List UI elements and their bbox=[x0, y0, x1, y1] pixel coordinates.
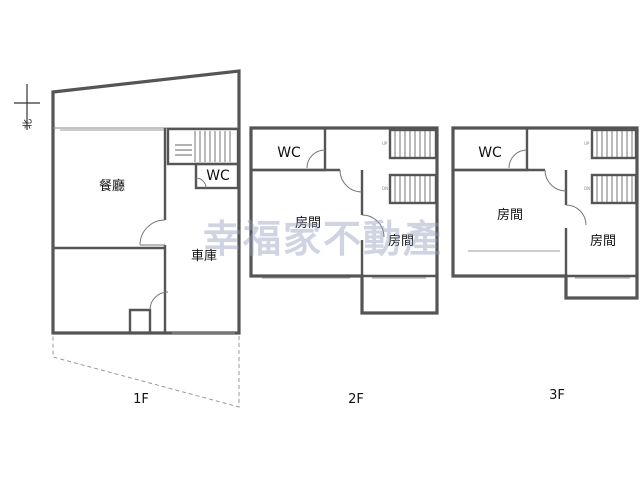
lot-boundary-dashed bbox=[52, 332, 240, 408]
floor-label-1f: 1F bbox=[133, 392, 149, 407]
floor-1f-wc-walls bbox=[194, 162, 240, 190]
floor-2f-stair-upper bbox=[394, 131, 431, 157]
room-label-wc-2f: WC bbox=[277, 145, 301, 161]
svg-text:UP: UP bbox=[584, 141, 590, 146]
north-label: 北 bbox=[22, 119, 34, 129]
room-label-garage: 車庫 bbox=[191, 249, 217, 264]
floor-1f-stair bbox=[175, 131, 231, 162]
room-label-room-2f-b: 房間 bbox=[388, 233, 414, 249]
floor-1f-outer-wall bbox=[51, 69, 241, 335]
room-label-wc: WC bbox=[206, 168, 230, 184]
room-label-room-3f-a: 房間 bbox=[497, 207, 523, 223]
floor-3f-stair-upper bbox=[596, 131, 633, 157]
room-label-wc-3f: WC bbox=[478, 145, 502, 161]
floor-1f: 餐廳 車庫 WC 1F bbox=[51, 69, 241, 408]
floor-3f: UP DN WC 房間 房間 3F bbox=[451, 126, 639, 403]
svg-text:UP: UP bbox=[382, 141, 388, 146]
floor-label-3f: 3F bbox=[549, 388, 565, 403]
floor-label-2f: 2F bbox=[348, 392, 364, 407]
room-label-dining: 餐廳 bbox=[99, 178, 125, 194]
room-label-room-3f-b: 房間 bbox=[590, 233, 616, 249]
svg-text:DN: DN bbox=[382, 186, 388, 191]
floor-2f: UP DN WC 房間 房間 2F bbox=[249, 126, 439, 407]
watermark-text: 幸福家不動產 bbox=[203, 217, 443, 261]
svg-text:DN: DN bbox=[584, 186, 590, 191]
room-label-room-2f-a: 房間 bbox=[295, 215, 321, 231]
floor-2f-stair-lower bbox=[394, 176, 431, 202]
north-arrow: 北 bbox=[14, 84, 40, 130]
floor-3f-stair-lower bbox=[596, 176, 633, 202]
